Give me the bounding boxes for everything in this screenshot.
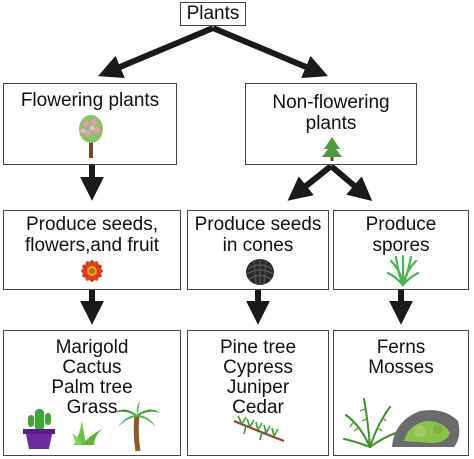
non-flowering-title-line1: Non-flowering (272, 92, 390, 113)
example-cedar: Cedar (232, 397, 284, 418)
produce-spores-box: Produce spores (333, 210, 469, 290)
spores-step-line1: Produce (365, 214, 437, 235)
root-node-plants: Plants (180, 2, 246, 26)
palm-tree-icon (114, 401, 160, 452)
red-flower-icon (81, 260, 103, 282)
potted-cactus-icon (23, 409, 55, 449)
example-ferns: Ferns (376, 337, 426, 358)
flowering-examples-box: Marigold Cactus Palm tree Grass (3, 330, 181, 456)
cedar-branch-icon (233, 415, 285, 443)
seeds-flowers-line2: flowers,and fruit (24, 235, 160, 256)
example-juniper: Juniper (226, 377, 290, 398)
flowering-plants-box: Flowering plants (3, 83, 177, 165)
fern-rock-icon (343, 398, 460, 448)
conifer-tree-icon (322, 137, 342, 161)
seeds-flowers-line1: Produce seeds, (25, 214, 159, 235)
pine-cone-icon (246, 259, 274, 285)
example-pine-tree: Pine tree (219, 337, 297, 358)
example-cactus: Cactus (62, 357, 122, 378)
example-grass: Grass (66, 397, 118, 418)
example-cypress: Cypress (223, 357, 293, 378)
non-flowering-plants-box: Non-flowering plants (245, 83, 417, 165)
arrow-root-to-nonflowering (211, 25, 328, 78)
flowering-plants-title: Flowering plants (20, 90, 160, 111)
example-palm-tree: Palm tree (51, 377, 133, 398)
cones-step-line1: Produce seeds (194, 214, 322, 235)
arrow-nonflowering-to-cones (287, 163, 333, 201)
flowering-tree-icon (79, 115, 103, 158)
cones-examples-box: Pine tree Cypress Juniper Cedar (187, 330, 329, 456)
arrow-nonflowering-to-spores (329, 163, 373, 201)
grass-icon (72, 421, 102, 445)
produce-seeds-flowers-fruit-box: Produce seeds, flowers,and fruit (3, 210, 181, 290)
arrow-root-to-flowering (98, 25, 215, 78)
produce-seeds-in-cones-box: Produce seeds in cones (187, 210, 329, 290)
cones-step-line2: in cones (222, 235, 294, 256)
example-mosses: Mosses (368, 357, 434, 378)
non-flowering-title-line2: plants (305, 113, 357, 134)
spores-step-line2: spores (372, 235, 430, 256)
spores-examples-box: Ferns Mosses (333, 330, 469, 456)
example-marigold: Marigold (55, 337, 129, 358)
fern-sprout-icon (386, 254, 420, 287)
